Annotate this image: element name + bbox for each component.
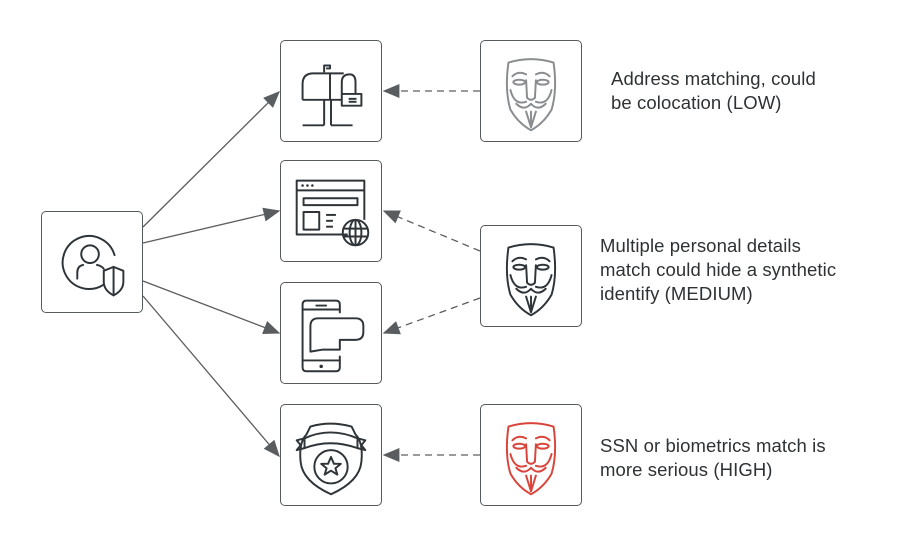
guy-fawkes-mask-icon — [505, 58, 557, 132]
source-identity-box — [41, 211, 143, 313]
arrow-source-to-address — [142, 91, 280, 228]
risk-low-line: be colocation (LOW) — [611, 92, 782, 113]
arrow-source-to-phone — [142, 280, 281, 335]
risk-high-line: SSN or biometrics match is — [600, 435, 826, 456]
risk-medium-box — [480, 225, 582, 327]
arrow-source-to-personal-details — [142, 207, 281, 244]
risk-low-line: Address matching, could — [611, 68, 816, 89]
phone-chat-icon — [301, 299, 365, 373]
risk-low-box — [480, 40, 582, 142]
target-phone-box — [280, 282, 382, 384]
target-ssn-biometrics-box — [280, 404, 382, 506]
guy-fawkes-mask-icon — [505, 422, 557, 496]
dashed-arrow-medium-to-personal-details — [382, 210, 481, 252]
risk-high-description: SSN or biometrics match is more serious … — [600, 434, 826, 482]
risk-high-line: more serious (HIGH) — [600, 459, 773, 480]
target-address-box — [280, 40, 382, 142]
risk-low-description: Address matching, could be colocation (L… — [611, 67, 816, 115]
risk-medium-line: identify (MEDIUM) — [600, 283, 753, 304]
arrow-source-to-ssn-biometrics — [142, 295, 280, 458]
dashed-arrow-medium-to-phone — [382, 297, 481, 335]
risk-medium-line: match could hide a synthetic — [600, 259, 837, 280]
risk-high-box — [480, 404, 582, 506]
target-personal-details-box — [280, 160, 382, 262]
risk-medium-line: Multiple personal details — [600, 235, 801, 256]
user-shield-icon — [61, 235, 125, 297]
guy-fawkes-mask-icon — [505, 243, 557, 317]
risk-medium-description: Multiple personal details match could hi… — [600, 234, 836, 306]
badge-star-icon — [295, 422, 367, 496]
web-page-globe-icon — [295, 179, 370, 247]
mailbox-icon — [301, 64, 363, 127]
